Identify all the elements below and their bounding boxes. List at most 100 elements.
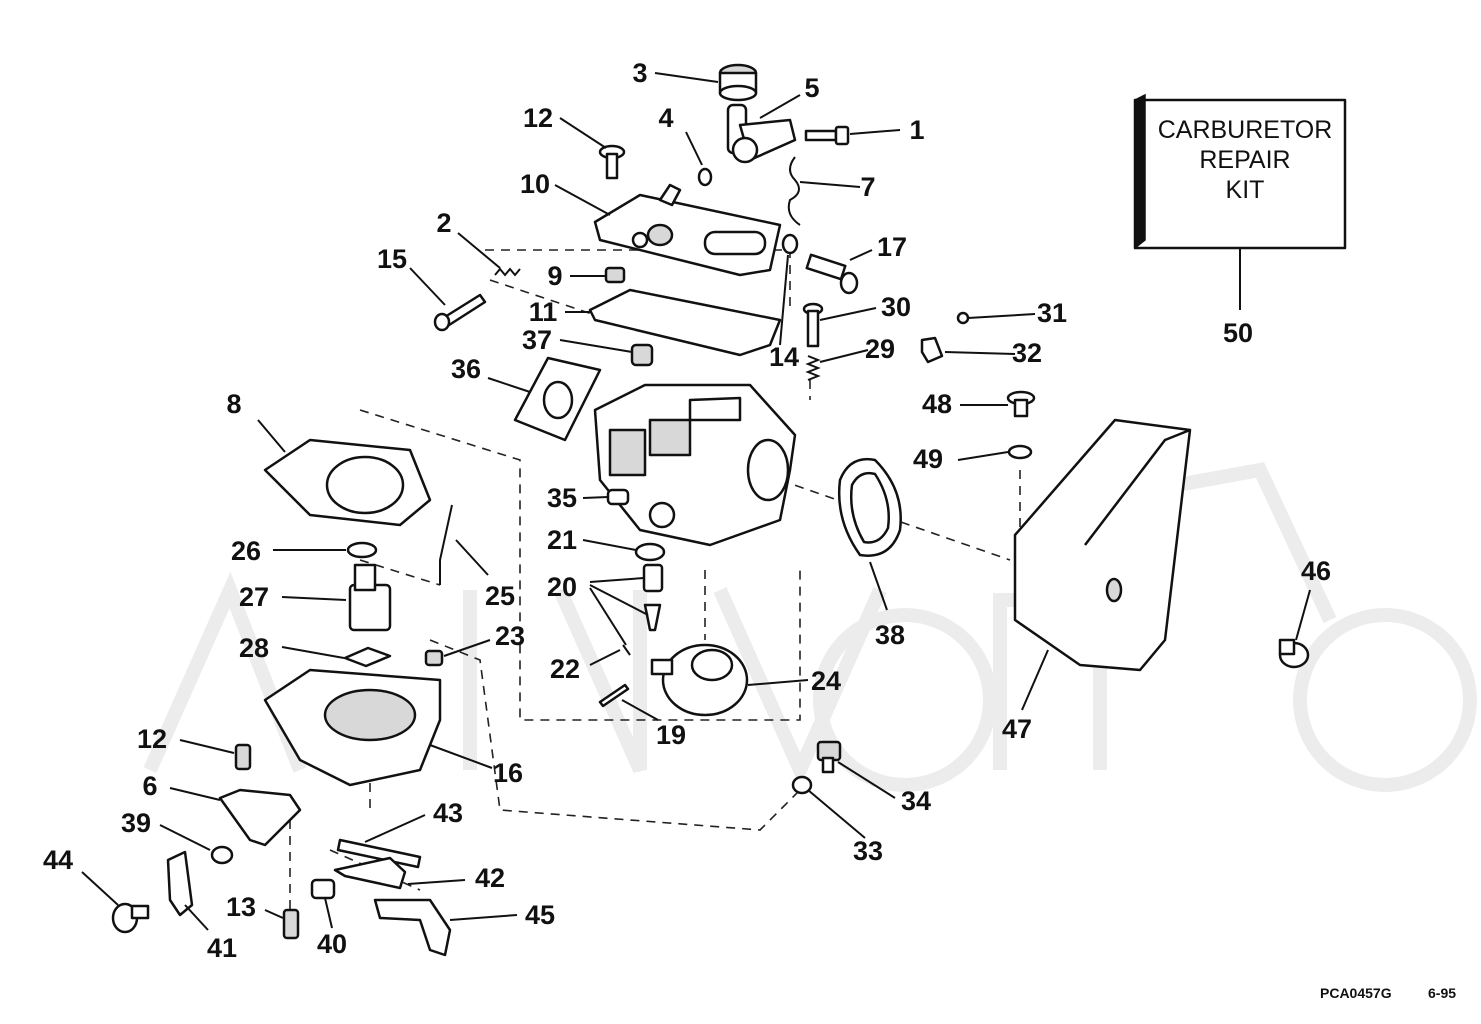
part-19-pin <box>598 683 630 708</box>
callout-7: 7 <box>860 172 875 202</box>
callout-41: 41 <box>207 933 237 963</box>
callout-33: 33 <box>853 836 883 866</box>
callout-23: 23 <box>495 621 525 651</box>
callout-15: 15 <box>377 244 407 274</box>
callout-47: 47 <box>1002 714 1032 744</box>
callout-31: 31 <box>1037 298 1067 328</box>
callout-36: 36 <box>451 354 481 384</box>
callout-46: 46 <box>1301 556 1331 586</box>
part-9-nut <box>604 266 626 284</box>
callout-25: 25 <box>485 581 515 611</box>
diagram-date: 6-95 <box>1428 985 1456 1001</box>
part-22-needle <box>622 644 631 656</box>
callout-32: 32 <box>1012 338 1042 368</box>
callout-20: 20 <box>547 572 577 602</box>
callout-38: 38 <box>875 620 905 650</box>
callout-27: 27 <box>239 582 269 612</box>
callout-3: 3 <box>632 58 647 88</box>
part-main-carburetor-body <box>593 383 797 547</box>
callout-28: 28 <box>239 633 269 663</box>
part-14-washer <box>781 233 799 255</box>
callout-19: 19 <box>656 720 686 750</box>
kit-label-line2: REPAIR <box>1199 146 1290 174</box>
callout-6: 6 <box>142 771 157 801</box>
part-32-clip <box>920 336 944 364</box>
kit-label-line3: KIT <box>1226 176 1265 204</box>
callout-24: 24 <box>811 666 841 696</box>
part-46-plug <box>1278 638 1310 669</box>
part-33-washer <box>791 775 813 795</box>
part-30-screw <box>802 302 824 348</box>
assembly-guide-lines <box>289 249 1021 910</box>
part-27-float <box>348 563 392 632</box>
part-5-choke-lever <box>726 103 797 164</box>
callout-49: 49 <box>913 444 943 474</box>
part-44-screw <box>111 902 150 934</box>
callout-42: 42 <box>475 863 505 893</box>
part-12-screw-lower <box>234 743 252 771</box>
callout-43: 43 <box>433 798 463 828</box>
part-34-screw <box>816 740 842 774</box>
callout-13: 13 <box>226 892 256 922</box>
callout-48: 48 <box>922 389 952 419</box>
part-39-washer <box>210 845 234 865</box>
part-31-screw <box>956 311 970 325</box>
part-38-gasket <box>837 457 902 557</box>
callout-5: 5 <box>804 73 819 103</box>
callout-2: 2 <box>436 208 451 238</box>
part-21-washer <box>634 542 666 562</box>
callout-29: 29 <box>865 334 895 364</box>
part-23-plug <box>424 649 444 667</box>
callout-44: 44 <box>43 845 73 875</box>
part-1-screw <box>804 125 850 146</box>
part-36-gasket <box>513 356 602 442</box>
part-11-gasket <box>588 288 782 357</box>
part-16-float-bowl <box>263 668 442 787</box>
callout-39: 39 <box>121 808 151 838</box>
part-49-washer <box>1007 444 1033 460</box>
callout-35: 35 <box>547 483 577 513</box>
part-37-nut <box>630 343 654 367</box>
callout-21: 21 <box>547 525 577 555</box>
callout-12-lower: 12 <box>137 724 167 754</box>
part-24-float <box>650 643 749 717</box>
callout-4: 4 <box>658 103 673 133</box>
leader-lines <box>81 72 1311 931</box>
part-13-screw <box>282 908 300 940</box>
callout-34: 34 <box>901 786 931 816</box>
part-12-screw-top <box>598 144 626 180</box>
part-2-spring <box>494 267 521 277</box>
part-47-air-silencer <box>1013 418 1192 672</box>
part-15-screw <box>433 293 487 332</box>
callout-14: 14 <box>769 342 799 372</box>
part-6-bracket <box>218 788 302 847</box>
callout-9: 9 <box>547 261 562 291</box>
callout-22: 22 <box>550 654 580 684</box>
watermark <box>143 462 1477 792</box>
part-10-throttle-body <box>593 183 782 277</box>
callout-17: 17 <box>877 232 907 262</box>
part-48-screw <box>1006 390 1036 418</box>
part-35-fitting <box>606 488 630 506</box>
part-25-tube <box>439 504 453 585</box>
part-7-link-spring <box>787 156 801 226</box>
part-4-o-ring <box>697 167 713 187</box>
callout-45: 45 <box>525 900 555 930</box>
part-17-screw <box>805 253 859 295</box>
callout-16: 16 <box>493 758 523 788</box>
callout-11: 11 <box>529 297 558 327</box>
callout-numbers: 3 5 1 4 7 12 10 2 15 9 11 17 14 30 29 31… <box>43 58 1331 963</box>
callout-12-top: 12 <box>523 103 553 133</box>
part-28-plate <box>343 646 392 668</box>
kit-label-line1: CARBURETOR <box>1158 116 1333 144</box>
callout-1: 1 <box>909 115 924 145</box>
callout-26: 26 <box>231 536 261 566</box>
part-8-gasket <box>263 438 432 527</box>
callout-8: 8 <box>226 389 241 419</box>
callout-50: 50 <box>1223 318 1253 348</box>
part-41-bracket <box>166 850 194 917</box>
callout-10: 10 <box>520 169 550 199</box>
part-29-spring <box>805 355 821 381</box>
carburetor-repair-kit-box: CARBURETOR REPAIR KIT <box>1133 93 1347 250</box>
